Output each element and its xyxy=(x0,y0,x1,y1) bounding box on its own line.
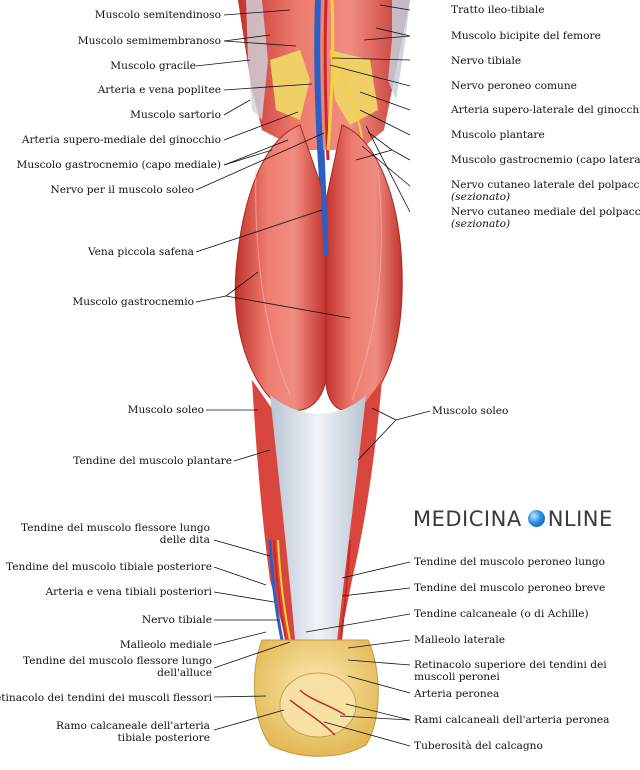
label-retinacolo-superiore-peronei: Retinacolo superiore dei tendini dei mus… xyxy=(414,659,607,683)
label-line: Ramo calcaneale dell'arteria xyxy=(55,720,210,732)
label-gastrocnemio-capo-laterale: Muscolo gastrocnemio (capo laterale) xyxy=(451,154,640,166)
label-line: tibiale posteriore xyxy=(117,732,210,744)
label-nervo-tibiale-right: Nervo tibiale xyxy=(451,55,522,67)
label-line: delle dita xyxy=(159,534,210,546)
label-vena-piccola-safena: Vena piccola safena xyxy=(87,246,194,258)
label-tendine-peroneo-lungo: Tendine del muscolo peroneo lungo xyxy=(414,556,606,568)
label-muscolo-semitendinoso: Muscolo semitendinoso xyxy=(94,9,221,21)
label-sub: (sezionato) xyxy=(451,218,511,230)
label-arteria-supero-laterale: Arteria supero-laterale del ginocchio xyxy=(451,104,640,116)
label-muscolo-soleo-left: Muscolo soleo xyxy=(127,404,204,416)
label-tuberosita-calcagno: Tuberosità del calcagno xyxy=(414,740,543,752)
label-tratto-ileo-tibiale: Tratto ileo-tibiale xyxy=(451,4,545,16)
label-retinacolo-flessori: Retinacolo dei tendini dei muscoli fless… xyxy=(0,692,212,704)
label-malleolo-laterale: Malleolo laterale xyxy=(414,634,505,646)
label-ramo-calcaneale: Ramo calcaneale dell'arteria tibiale pos… xyxy=(56,720,210,744)
label-tendine-peroneo-breve: Tendine del muscolo peroneo breve xyxy=(414,582,606,594)
label-bicipite-femore: Muscolo bicipite del femore xyxy=(451,30,601,42)
heel xyxy=(254,639,379,757)
label-nervo-muscolo-soleo: Nervo per il muscolo soleo xyxy=(50,184,194,196)
label-line: muscoli peronei xyxy=(414,671,500,683)
label-tendine-muscolo-plantare: Tendine del muscolo plantare xyxy=(73,455,232,467)
label-line: Nervo cutaneo mediale del polpaccio xyxy=(451,206,640,218)
label-nervo-peroneo-comune: Nervo peroneo comune xyxy=(451,80,577,92)
label-tendine-tibiale-posteriore: Tendine del muscolo tibiale posteriore xyxy=(6,561,212,573)
soleus-and-achilles xyxy=(252,380,382,651)
leader-lines xyxy=(195,4,431,747)
label-nervo-cutaneo-laterale: Nervo cutaneo laterale del polpaccio (se… xyxy=(451,179,640,203)
label-arteria-vena-poplitee: Arteria e vena poplitee xyxy=(97,84,221,96)
label-muscolo-soleo-right: Muscolo soleo xyxy=(432,405,509,417)
label-tendine-flessore-alluce: Tendine del muscolo flessore lungo dell'… xyxy=(23,655,212,679)
label-nervo-tibiale-left: Nervo tibiale xyxy=(141,614,212,626)
label-line: Tendine del muscolo flessore lungo xyxy=(20,522,210,534)
label-arteria-supero-mediale: Arteria supero-mediale del ginocchio xyxy=(21,134,221,146)
label-tendine-flessore-lungo-dita: Tendine del muscolo flessore lungo delle… xyxy=(21,522,210,546)
label-rami-calcaneali: Rami calcaneali dell'arteria peronea xyxy=(414,714,610,726)
label-nervo-cutaneo-mediale: Nervo cutaneo mediale del polpaccio (sez… xyxy=(451,206,640,230)
label-line: dell'alluce xyxy=(157,667,212,679)
label-muscolo-gastrocnemio: Muscolo gastrocnemio xyxy=(72,296,194,308)
logo-text-after: NLINE xyxy=(547,507,613,531)
label-malleolo-mediale: Malleolo mediale xyxy=(119,639,212,651)
medicina-online-logo: MEDICINA NLINE xyxy=(413,507,613,531)
label-line: Tendine del muscolo flessore lungo xyxy=(22,655,212,667)
label-muscolo-plantare: Muscolo plantare xyxy=(451,129,545,141)
label-arteria-peronea: Arteria peronea xyxy=(414,688,500,700)
logo-text-before: MEDICINA xyxy=(413,507,522,531)
label-tendine-calcaneale: Tendine calcaneale (o di Achille) xyxy=(414,608,589,620)
label-line: Nervo cutaneo laterale del polpaccio xyxy=(451,179,640,191)
globe-icon xyxy=(527,510,545,527)
label-muscolo-semimembranoso: Muscolo semimembranoso xyxy=(77,35,221,47)
label-gastrocnemio-capo-mediale: Muscolo gastrocnemio (capo mediale) xyxy=(16,159,222,171)
label-line: Retinacolo superiore dei tendini dei xyxy=(414,659,607,671)
label-arteria-vena-tibiali-posteriori: Arteria e vena tibiali posteriori xyxy=(45,586,212,598)
label-muscolo-sartorio: Muscolo sartorio xyxy=(130,109,221,121)
gastrocnemius xyxy=(234,124,403,412)
label-muscolo-gracile: Muscolo gracile xyxy=(110,60,196,72)
label-sub: (sezionato) xyxy=(451,191,511,203)
